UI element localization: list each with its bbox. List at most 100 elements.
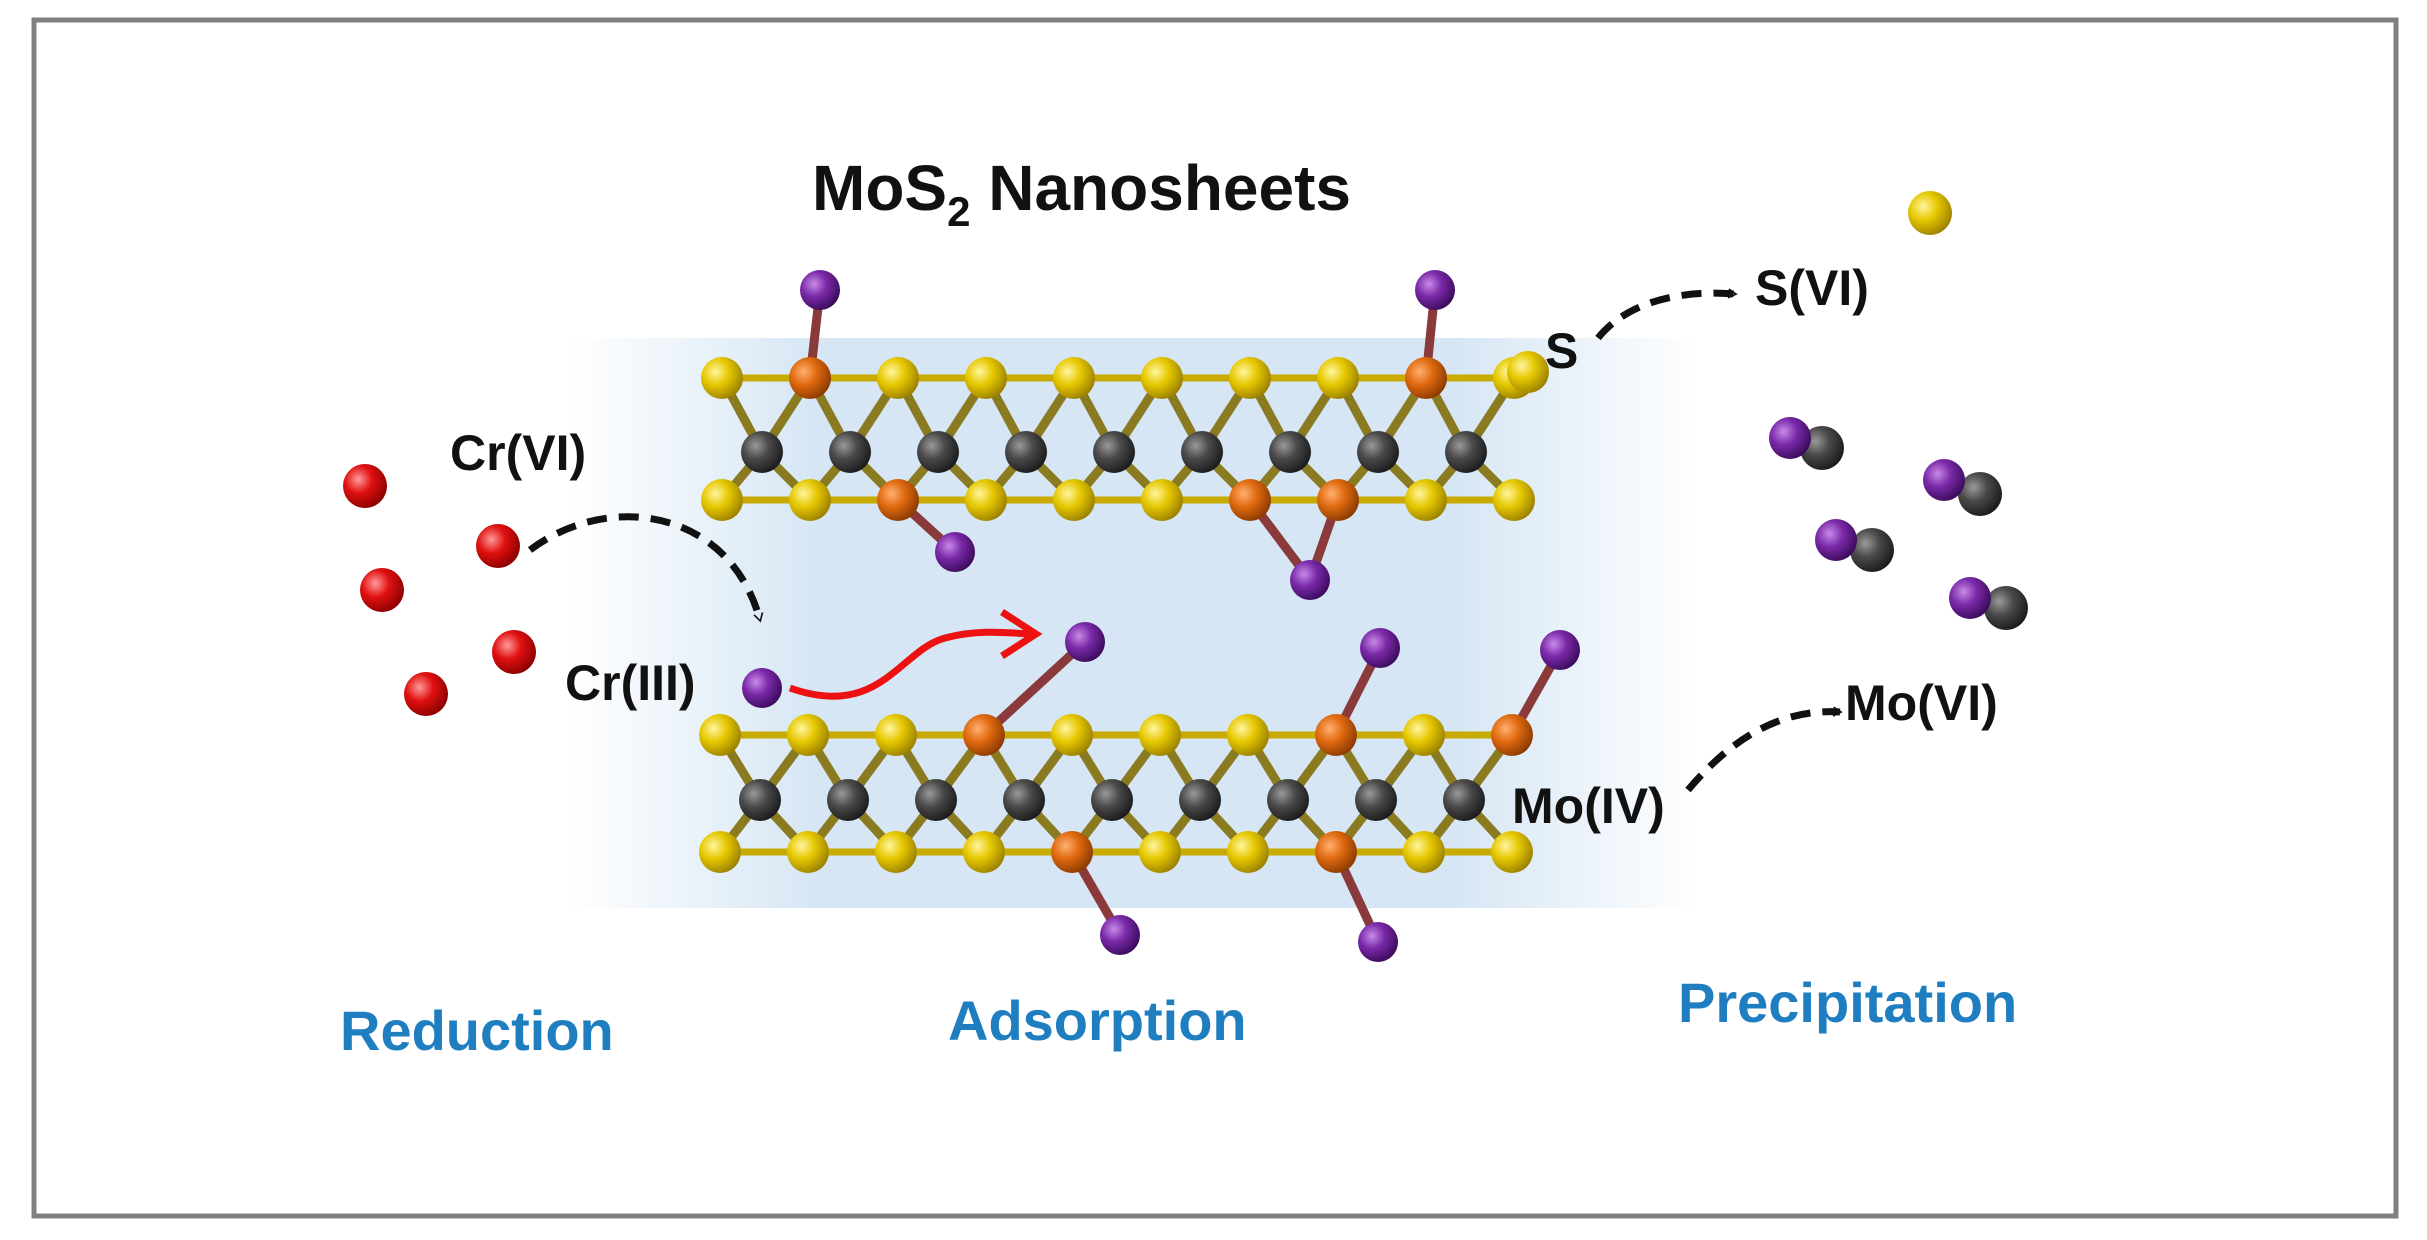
molybdenum-atom [1093, 431, 1135, 473]
sulfur-atom [963, 831, 1005, 873]
sulfur-atom [1141, 357, 1183, 399]
molybdenum-atom [741, 431, 783, 473]
diagram-title: MoS2 Nanosheets [812, 152, 1351, 235]
chromium-iii-atom [1065, 622, 1105, 662]
chromium-iii-atom [1290, 560, 1330, 600]
sulfur-atom [1908, 191, 1952, 235]
sulfur-atom [699, 714, 741, 756]
molybdenum-atom [1269, 431, 1311, 473]
molybdenum-atom [739, 779, 781, 821]
molybdenum-atom [1355, 779, 1397, 821]
cr6-to-cr3-arrow [527, 513, 764, 623]
sulfur-atom [699, 831, 741, 873]
molybdenum-atom [1357, 431, 1399, 473]
sulfur-atom [1051, 714, 1093, 756]
s-label: S [1545, 323, 1578, 379]
oxygen-atom [877, 479, 919, 521]
oxygen-atom [963, 714, 1005, 756]
stage-precipitation: Precipitation [1678, 971, 2017, 1034]
sulfur-atom [701, 479, 743, 521]
chromium-iii-atom [1358, 922, 1398, 962]
chromium-iii-atom [742, 668, 782, 708]
sulfur-atom [1141, 479, 1183, 521]
sulfur-atom [1403, 831, 1445, 873]
molybdenum-atom [827, 779, 869, 821]
chromium-iii-atom [1415, 270, 1455, 310]
mo6-label: Mo(VI) [1845, 675, 1998, 731]
molybdenum-atom [1800, 426, 1844, 470]
chromium-iii-atom [1815, 519, 1857, 561]
molybdenum-atom [829, 431, 871, 473]
sulfur-atom [1227, 831, 1269, 873]
chromium-iii-atom [800, 270, 840, 310]
oxygen-atom [1051, 831, 1093, 873]
chromium-iii-atom [935, 532, 975, 572]
oxygen-atom [1491, 714, 1533, 756]
sulfur-atom [1229, 357, 1271, 399]
molybdenum-atom [915, 779, 957, 821]
sulfur-atom [1227, 714, 1269, 756]
oxygen-atom [789, 357, 831, 399]
adsorption-arrow [788, 628, 1031, 700]
s-to-s6-arrow [1595, 288, 1738, 341]
mo4-label: Mo(IV) [1512, 778, 1665, 834]
molybdenum-atom [1091, 779, 1133, 821]
molybdenum-atom [1003, 779, 1045, 821]
stage-reduction: Reduction [340, 999, 614, 1062]
atoms-layer [343, 191, 2028, 962]
sulfur-atom [1139, 714, 1181, 756]
oxygen-atom [1315, 831, 1357, 873]
s6-label: S(VI) [1755, 260, 1869, 316]
sulfur-atom [875, 714, 917, 756]
molybdenum-atom [1267, 779, 1309, 821]
sulfur-atom [1507, 351, 1549, 393]
cr3-label: Cr(III) [565, 655, 696, 711]
sulfur-atom [965, 479, 1007, 521]
chromium-vi-atom [476, 524, 520, 568]
sulfur-atom [1491, 831, 1533, 873]
sulfur-atom [1317, 357, 1359, 399]
bond [979, 637, 1090, 740]
sulfur-atom [1405, 479, 1447, 521]
molybdenum-atom [1181, 431, 1223, 473]
molybdenum-atom [1179, 779, 1221, 821]
oxygen-atom [1229, 479, 1271, 521]
adsorption-arrowhead [1000, 609, 1043, 659]
sulfur-atom [877, 357, 919, 399]
cr6-label: Cr(VI) [450, 425, 586, 481]
chromium-iii-atom [1923, 459, 1965, 501]
oxygen-atom [1315, 714, 1357, 756]
oxygen-atom [1317, 479, 1359, 521]
sulfur-atom [1053, 479, 1095, 521]
molybdenum-atom [1445, 431, 1487, 473]
sulfur-atom [875, 831, 917, 873]
sulfur-atom [787, 714, 829, 756]
chromium-iii-atom [1360, 628, 1400, 668]
chromium-iii-atom [1769, 417, 1811, 459]
sulfur-atom [787, 831, 829, 873]
molybdenum-atom [1443, 779, 1485, 821]
chromium-vi-atom [343, 464, 387, 508]
sulfur-atom [965, 357, 1007, 399]
chromium-iii-atom [1540, 630, 1580, 670]
molybdenum-atom [1984, 586, 2028, 630]
sulfur-atom [1053, 357, 1095, 399]
chromium-vi-atom [492, 630, 536, 674]
chromium-vi-atom [404, 672, 448, 716]
sulfur-atom [1403, 714, 1445, 756]
stage-adsorption: Adsorption [948, 989, 1247, 1052]
oxygen-atom [1405, 357, 1447, 399]
molybdenum-atom [1005, 431, 1047, 473]
sulfur-atom [1493, 479, 1535, 521]
sulfur-atom [789, 479, 831, 521]
molybdenum-atom [1958, 472, 2002, 516]
chromium-vi-atom [360, 568, 404, 612]
molybdenum-atom [917, 431, 959, 473]
chromium-iii-atom [1949, 577, 1991, 619]
sulfur-atom [701, 357, 743, 399]
molybdenum-atom [1850, 528, 1894, 572]
sulfur-atom [1139, 831, 1181, 873]
chromium-iii-atom [1100, 915, 1140, 955]
